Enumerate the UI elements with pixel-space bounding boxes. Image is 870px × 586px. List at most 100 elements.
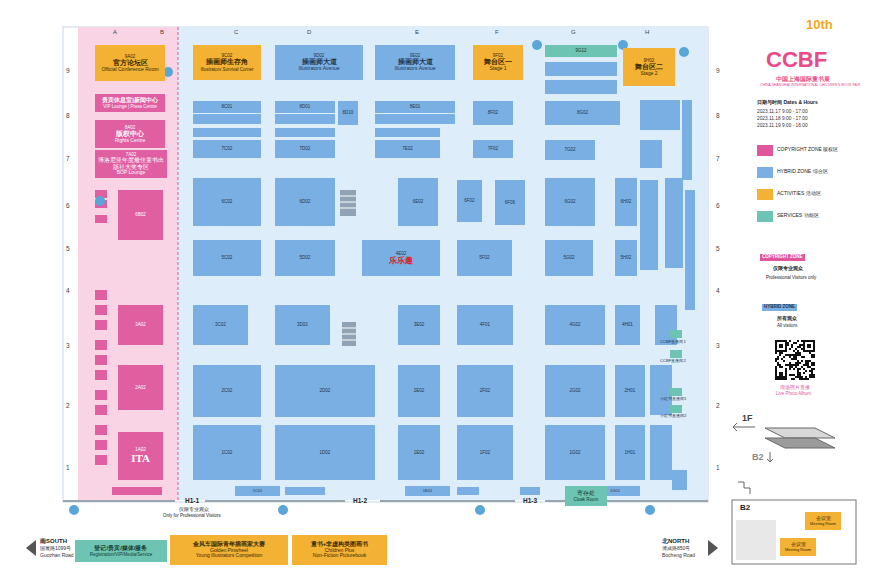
- qr-module: [775, 350, 777, 352]
- booth-box: 3C02: [193, 305, 248, 345]
- qr-module: [799, 372, 801, 374]
- map-label: C: [234, 29, 238, 36]
- booth-box: 8D01: [275, 101, 335, 113]
- qr-module: [803, 372, 805, 374]
- booth-box: 7G02: [545, 140, 595, 160]
- map-label: 中国上海国际童书展: [776, 76, 830, 82]
- qr-module: [803, 342, 805, 344]
- booth-box: 6C02: [193, 178, 261, 226]
- map-label: Professional Visitors only: [766, 276, 816, 281]
- qr-module: [813, 348, 815, 350]
- qr-module: [813, 346, 815, 348]
- booth-box: 4E02乐乐趣: [362, 240, 440, 276]
- booth-text: 8D10: [343, 110, 354, 115]
- map-label: G: [571, 29, 576, 36]
- qr-module: [803, 340, 805, 342]
- booth-box: 2A02: [118, 365, 163, 410]
- booth-text: 1C01: [253, 489, 263, 494]
- qr-module: [805, 362, 807, 364]
- booth-text: 2G02: [569, 388, 580, 393]
- map-label: 4: [66, 287, 70, 294]
- booth-text: Official Conference Room: [101, 67, 158, 73]
- booth-text: 贵宾休息室|新闻中心: [102, 97, 158, 104]
- qr-module: [775, 376, 777, 378]
- qr-module: [779, 366, 781, 368]
- qr-module: [779, 350, 781, 352]
- booth-box: 童书+非虚构类图画书Children PlusNon-Fiction Pictu…: [292, 535, 387, 565]
- b2-area: [736, 520, 776, 560]
- map-label: 3: [716, 342, 720, 349]
- qr-module: [793, 356, 795, 358]
- qr-module: [795, 352, 797, 354]
- qr-module: [809, 352, 811, 354]
- qr-module: [801, 378, 803, 380]
- qr-module: [795, 348, 797, 350]
- qr-module: [803, 356, 805, 358]
- booth-text: 9A02: [125, 54, 136, 59]
- qr-module: [775, 346, 777, 348]
- qr-module: [797, 350, 799, 352]
- booth-text: 7E02: [402, 146, 413, 151]
- qr-module: [805, 378, 807, 380]
- booth-box: 1C02: [193, 425, 261, 480]
- qr-module: [789, 374, 791, 376]
- qr-module: [807, 360, 809, 362]
- map-label: H1-3: [523, 497, 537, 504]
- qr-module: [781, 344, 783, 346]
- qr-module: [797, 374, 799, 376]
- booth-text: 7A02: [126, 152, 137, 157]
- qr-module: [775, 340, 777, 342]
- small-booths: [193, 62, 695, 495]
- map-label: All visitors: [777, 324, 797, 329]
- qr-module: [797, 368, 799, 370]
- qr-module: [793, 350, 795, 352]
- booth-box: 8E01: [375, 101, 455, 113]
- booth-box: 4F01: [457, 305, 513, 345]
- map-label: H: [645, 29, 649, 36]
- qr-module: [799, 376, 801, 378]
- booth-box: 9E02插画师大道Illustrators Avenue: [375, 45, 455, 80]
- booth-text: 7D02: [300, 146, 311, 151]
- booth-box: 2F02: [457, 365, 513, 417]
- booth-box: 9G12: [545, 45, 617, 57]
- booth-text: 4E02: [396, 251, 407, 256]
- qr-module: [791, 354, 793, 356]
- booth-text: 舞台区一: [484, 58, 512, 66]
- qr-module: [781, 350, 783, 352]
- qr-module: [809, 340, 811, 342]
- qr-module: [795, 358, 797, 360]
- booth-text: Stage 1: [489, 66, 506, 72]
- booth-box: 5H02: [615, 240, 637, 276]
- escalator-steps: [340, 196, 356, 340]
- qr-module: [789, 368, 791, 370]
- qr-module: [779, 376, 781, 378]
- booth-box: 3D02: [275, 305, 330, 345]
- booth-box: 7A02博洛尼亚年度最佳童书出版社大奖专区BOP Lounge: [95, 150, 167, 178]
- qr-module: [775, 368, 777, 370]
- qr-module: [809, 376, 811, 378]
- qr-module: [785, 342, 787, 344]
- qr-module: [813, 376, 815, 378]
- booth-box: 6G02: [545, 178, 595, 226]
- qr-module: [803, 348, 805, 350]
- qr-module: [785, 376, 787, 378]
- qr-module: [793, 342, 795, 344]
- qr-module: [799, 374, 801, 376]
- map-label: B2: [740, 504, 750, 513]
- booth-text: Non-Fiction Picturebook: [313, 553, 366, 559]
- booth-box: 3A02: [118, 305, 163, 345]
- qr-module: [781, 340, 783, 342]
- booth-text: 8F02: [488, 110, 498, 115]
- qr-module: [789, 366, 791, 368]
- map-label: 所有观众: [777, 316, 797, 322]
- map-label: CHINA SHANGHAI INTERNATIONAL CHILDREN'S …: [760, 84, 860, 88]
- map-label: 6: [66, 202, 70, 209]
- map-label: 9: [716, 67, 720, 74]
- qr-module: [809, 360, 811, 362]
- qr-module: [781, 374, 783, 376]
- booth-text: Illustrators Survival Corner: [200, 67, 253, 72]
- qr-module: [811, 340, 813, 342]
- qr-module: [779, 340, 781, 342]
- hall-walls: [63, 500, 708, 502]
- qr-module: [785, 340, 787, 342]
